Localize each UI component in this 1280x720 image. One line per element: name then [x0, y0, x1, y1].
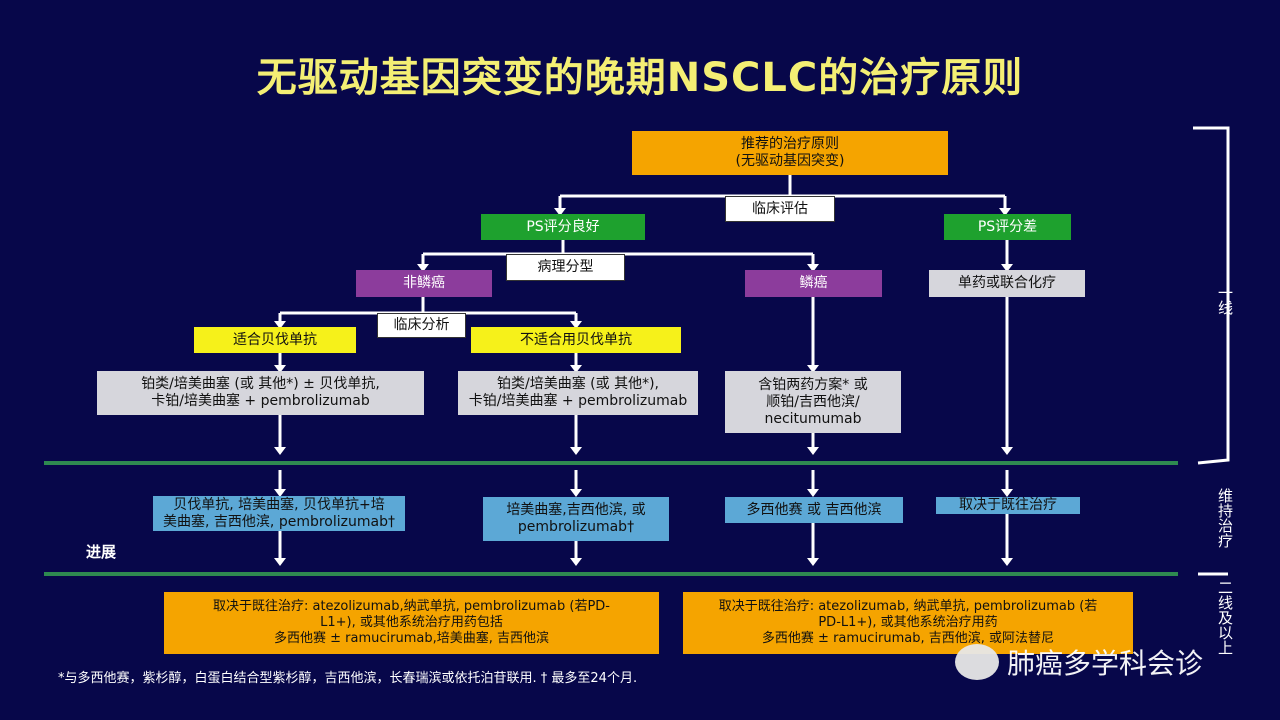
wechat-icon [955, 644, 999, 680]
clinical-analysis-node: 临床分析 [377, 313, 466, 338]
regimen-line: 卡铂/培美曲塞 + pembrolizumab [151, 393, 370, 409]
bev-ineligible-node: 不适合用贝伐单抗 [471, 327, 681, 353]
squamous-node: 鳞癌 [745, 270, 882, 297]
regimen-line: 取决于既往治疗 [959, 497, 1057, 513]
maintenance-regimen: 多西他赛 或 吉西他滨 [725, 497, 903, 523]
ps-good-node: PS评分良好 [481, 214, 645, 240]
regimen-line: 铂类/培美曲塞 (或 其他*) ± 贝伐单抗, [141, 376, 380, 392]
first-line-regimen: 铂类/培美曲塞 (或 其他*) ± 贝伐单抗,卡铂/培美曲塞 + pembrol… [97, 371, 424, 415]
single-or-combo-node: 单药或联合化疗 [929, 270, 1085, 297]
regimen-line: 顺铂/吉西他滨/ [766, 393, 860, 410]
clinical-eval-node: 临床评估 [725, 196, 835, 222]
second-line-regimen: 取决于既往治疗: atezolizumab, 纳武单抗, pembrolizum… [683, 592, 1133, 654]
regimen-line: 贝伐单抗, 培美曲塞, 贝伐单抗+培 [173, 496, 385, 513]
bev-eligible-node: 适合贝伐单抗 [194, 327, 356, 353]
regimen-line: 多西他赛 ± ramucirumab, 吉西他滨, 或阿法替尼 [761, 631, 1055, 646]
first-line-regimen: 铂类/培美曲塞 (或 其他*),卡铂/培美曲塞 + pembrolizumab [458, 371, 698, 415]
maintenance-regimen: 取决于既往治疗 [936, 497, 1080, 514]
regimen-line: 取决于既往治疗: atezolizumab,纳武单抗, pembrolizuma… [212, 599, 610, 614]
nonsquamous-node: 非鳞癌 [356, 270, 492, 297]
regimen-line: necitumumab [764, 410, 862, 427]
regimen-line: 卡铂/培美曲塞 + pembrolizumab [468, 393, 688, 409]
footnote: *与多西他赛，紫杉醇，白蛋白结合型紫杉醇，吉西他滨，长春瑞滨或依托泊苷联用. †… [58, 671, 638, 686]
regimen-line: PD-L1+), 或其他系统治疗用药 [818, 615, 998, 630]
ps-poor-node: PS评分差 [944, 214, 1071, 240]
regimen-line: 含铂两药方案* 或 [758, 376, 868, 393]
second-line-regimen: 取决于既往治疗: atezolizumab,纳武单抗, pembrolizuma… [164, 592, 659, 654]
root-line: 推荐的治疗原则 [741, 136, 839, 152]
regimen-line: 多西他赛 ± ramucirumab,培美曲塞, 吉西他滨 [274, 631, 549, 646]
pathology-node: 病理分型 [506, 254, 625, 281]
maintenance-regimen: 贝伐单抗, 培美曲塞, 贝伐单抗+培美曲塞, 吉西他滨, pembrolizum… [153, 496, 405, 531]
regimen-line: pembrolizumab† [517, 519, 635, 535]
regimen-line: 铂类/培美曲塞 (或 其他*), [497, 376, 659, 392]
second-line-label: 二线及以上 [1216, 580, 1234, 655]
watermark: 肺癌多学科会诊 [955, 642, 1203, 682]
progression-label: 进展 [86, 543, 117, 561]
regimen-line: 美曲塞, 吉西他滨, pembrolizumab† [163, 513, 395, 530]
root-node: 推荐的治疗原则(无驱动基因突变) [632, 131, 948, 175]
page-title: 无驱动基因突变的晚期NSCLC的治疗原则 [256, 55, 1024, 101]
regimen-line: 取决于既往治疗: atezolizumab, 纳武单抗, pembrolizum… [718, 599, 1098, 614]
regimen-line: 多西他赛 或 吉西他滨 [746, 501, 882, 518]
regimen-line: 培美曲塞,吉西他滨, 或 [506, 502, 646, 518]
maintenance-label: 维持治疗 [1216, 488, 1234, 548]
watermark-text: 肺癌多学科会诊 [1007, 647, 1204, 680]
root-line: (无驱动基因突变) [735, 153, 845, 169]
first-line-label: 一线 [1216, 285, 1234, 315]
first-line-regimen: 含铂两药方案* 或顺铂/吉西他滨/necitumumab [725, 371, 901, 433]
regimen-line: L1+), 或其他系统治疗用药包括 [320, 615, 503, 630]
